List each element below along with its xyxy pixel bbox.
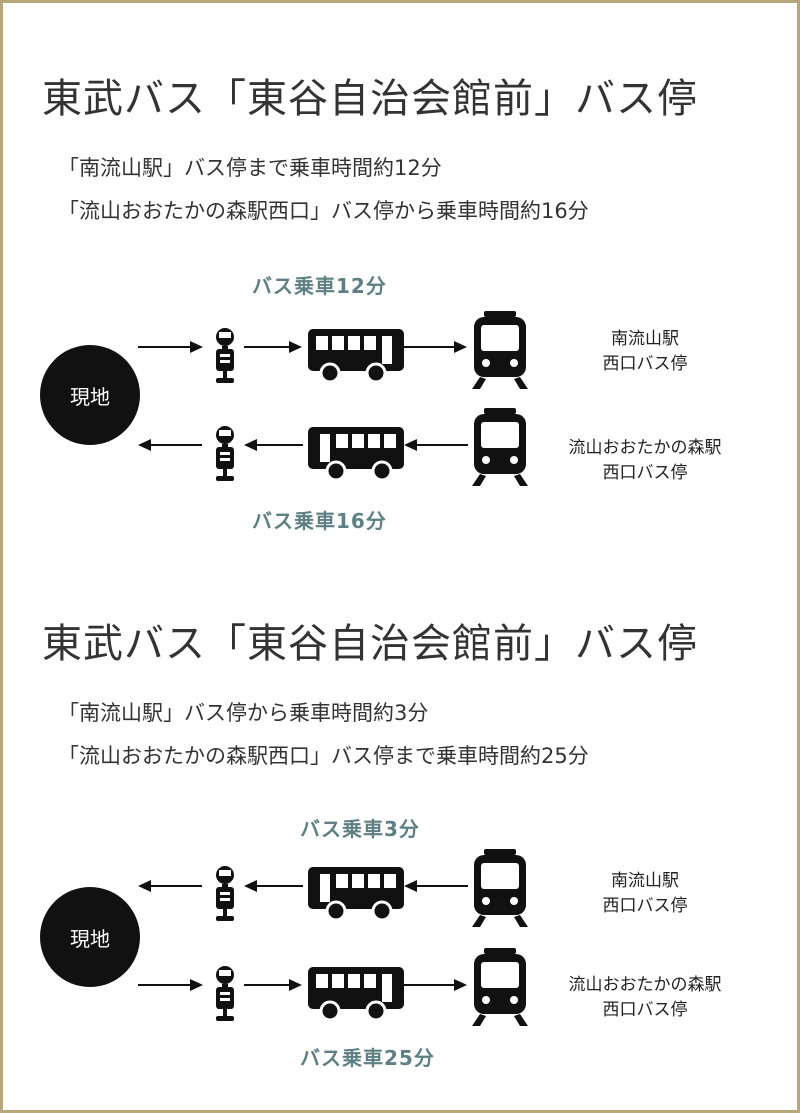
genchi-circle: 現地 (40, 345, 140, 445)
bus-stop-icon (216, 328, 234, 383)
destination-bottom-line-1: 流山おおたかの森駅 (568, 975, 722, 995)
ride-time-top: バス乗車3分 (300, 817, 420, 841)
bus-stop-icon (216, 966, 234, 1021)
arrow-bus-to-station (404, 979, 467, 991)
ride-time-bottom: バス乗車25分 (300, 1046, 435, 1070)
arrow-bus-to-station (404, 341, 467, 353)
destination-top: 南流山駅 西口バス停 (570, 869, 720, 919)
destination-bottom-line-2: 西口バス停 (602, 1000, 688, 1020)
genchi-label: 現地 (70, 384, 110, 409)
arrow-stop-to-bus (244, 341, 302, 353)
bus-icon (306, 327, 406, 383)
bus-icon (306, 965, 406, 1021)
bus-stop-icon (216, 426, 234, 481)
ride-time-top: バス乗車12分 (252, 274, 387, 298)
destination-top-line-1: 南流山駅 (611, 329, 679, 349)
description-line-1: 「南流山駅」バス停まで乗車時間約12分 (58, 156, 442, 180)
ride-time-bottom: バス乗車16分 (252, 509, 387, 533)
arrow-stop-to-bus (244, 979, 302, 991)
destination-top: 南流山駅 西口バス停 (570, 327, 720, 377)
bus-icon (306, 865, 406, 921)
destination-bottom: 流山おおたかの森駅 西口バス停 (540, 436, 750, 486)
destination-bottom-line-1: 流山おおたかの森駅 (568, 438, 722, 458)
arrow-stop-to-genchi (138, 439, 202, 451)
bus-stop-icon (216, 866, 234, 921)
route-diagram (138, 311, 528, 486)
arrow-bus-to-stop (244, 880, 303, 892)
section-title: 東武バス「東谷自治会館前」バス停 (42, 621, 698, 667)
route-diagram (138, 849, 528, 1026)
train-icon (472, 408, 528, 486)
genchi-circle: 現地 (40, 887, 140, 987)
train-icon (472, 311, 528, 389)
train-icon (472, 948, 528, 1026)
arrow-bus-to-stop (244, 439, 303, 451)
destination-top-line-2: 西口バス停 (602, 354, 688, 374)
section-title: 東武バス「東谷自治会館前」バス停 (42, 76, 698, 122)
destination-bottom-line-2: 西口バス停 (602, 463, 688, 483)
destination-top-line-1: 南流山駅 (611, 871, 679, 891)
section-2: 東武バス「東谷自治会館前」バス停 「南流山駅」バス停から乗車時間約3分 「流山お… (0, 545, 800, 1085)
arrow-genchi-to-stop (138, 341, 203, 353)
arrow-station-to-bus (404, 880, 468, 892)
arrow-station-to-bus (404, 439, 468, 451)
bus-icon (306, 425, 406, 481)
arrow-genchi-to-stop (138, 979, 203, 991)
description-line-1: 「南流山駅」バス停から乗車時間約3分 (58, 701, 429, 725)
genchi-label: 現地 (70, 926, 110, 951)
description-line-2: 「流山おおたかの森駅西口」バス停まで乗車時間約25分 (58, 744, 589, 768)
description-line-2: 「流山おおたかの森駅西口」バス停から乗車時間約16分 (58, 199, 589, 223)
destination-bottom: 流山おおたかの森駅 西口バス停 (540, 973, 750, 1023)
train-icon (472, 849, 528, 927)
section-1: 東武バス「東谷自治会館前」バス停 「南流山駅」バス停まで乗車時間約12分 「流山… (0, 0, 800, 540)
arrow-stop-to-genchi (138, 880, 202, 892)
destination-top-line-2: 西口バス停 (602, 896, 688, 916)
